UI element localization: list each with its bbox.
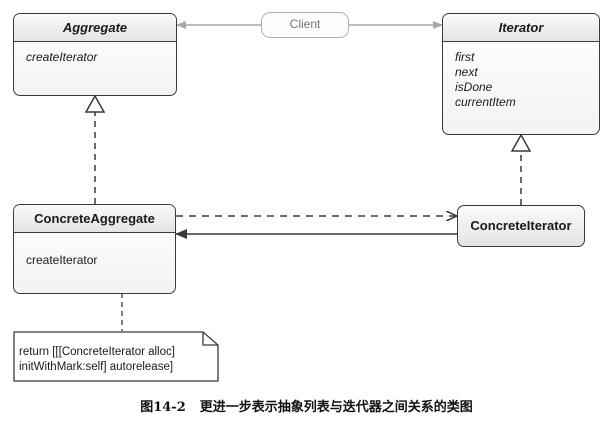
iterator-class-name: Iterator <box>443 14 599 42</box>
iterator-class-box: Iterator first next isDone currentItem <box>442 13 600 135</box>
aggregate-operation: createIterator <box>26 50 98 64</box>
iterator-operation-first: first <box>455 50 475 64</box>
aggregate-class-name: Aggregate <box>14 14 176 42</box>
figure-caption-text: 更进一步表示抽象列表与迭代器之间关系的类图 <box>199 400 473 415</box>
client-box: Client <box>261 12 349 38</box>
concrete-iterator-class-box: ConcreteIterator <box>457 205 585 247</box>
concrete-aggregate-class-name: ConcreteAggregate <box>14 205 175 233</box>
iterator-operation-currentitem: currentItem <box>455 95 516 109</box>
note-shape <box>13 331 219 382</box>
note-line-1: return [[[ConcreteIterator alloc] <box>19 346 175 358</box>
iterator-operation-isdone: isDone <box>455 80 493 94</box>
note-line-2: initWithMark:self] autorelease] <box>19 361 174 373</box>
figure-caption: 图14-2 更进一步表示抽象列表与迭代器之间关系的类图 <box>0 396 613 415</box>
figure-number: 图14-2 <box>140 400 186 415</box>
aggregate-inheritance-triangle <box>84 94 106 113</box>
concrete-iterator-class-name: ConcreteIterator <box>470 218 572 233</box>
concrete-aggregate-class-box: ConcreteAggregate createIterator <box>13 204 176 294</box>
iterator-inheritance-triangle <box>510 133 532 152</box>
aggregate-class-box: Aggregate createIterator <box>13 13 177 96</box>
implementation-note: return [[[ConcreteIterator alloc] initWi… <box>13 331 219 382</box>
concrete-aggregate-operation: createIterator <box>26 253 98 267</box>
client-label: Client <box>289 17 321 31</box>
iterator-operation-next: next <box>455 65 478 79</box>
